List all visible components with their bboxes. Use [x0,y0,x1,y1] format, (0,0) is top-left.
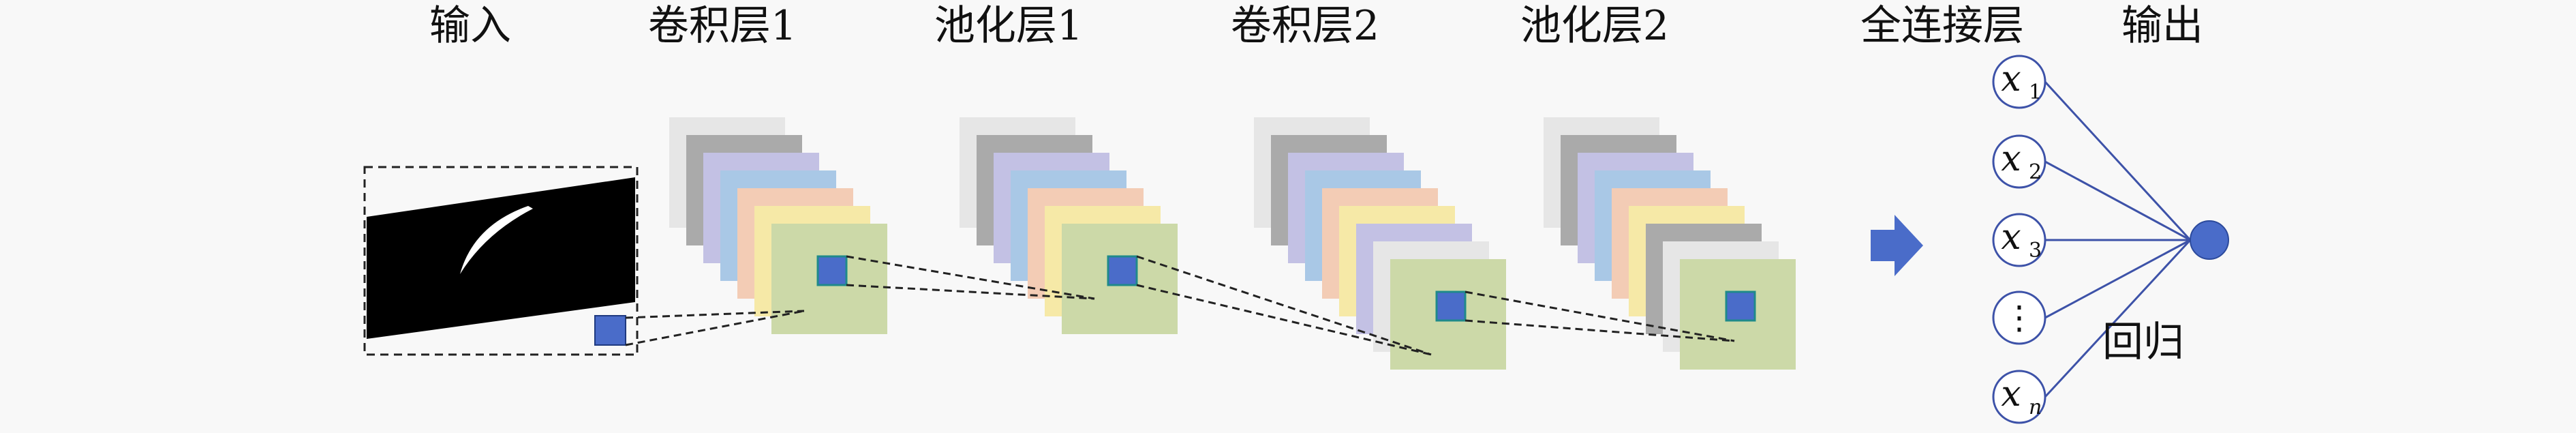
fc-node-label: x [2001,59,2021,100]
fc-node-circle [1992,213,2046,267]
fc-connection-line [2044,160,2191,241]
receptive-field-lines [625,255,1735,356]
conv1-label: 卷积层1 [648,2,797,50]
regression-label: 回归 [2102,318,2184,366]
fc-node-circle [1992,55,2046,109]
kernel-square-icon [1107,255,1138,286]
conv1-feature-maps [669,117,887,334]
output-label: 输出 [2121,2,2203,50]
input-label: 输入 [429,2,511,50]
fc-node-circle [1992,290,2046,345]
fc-connection-line [2044,239,2191,319]
dashed-connector [1465,290,1735,342]
output-node [2190,220,2229,260]
pool2-label: 池化层2 [1520,2,1669,50]
input-kernel-square [594,315,626,346]
pool1-label: 池化层1 [934,2,1083,50]
dashed-connector [1465,319,1735,342]
fc-node-subscript: 3 [2029,239,2042,263]
dashed-connector [625,310,805,319]
dashed-connector [1136,255,1432,356]
fc-node-subscript: 1 [2029,80,2042,104]
fc-connection-line [2044,80,2192,241]
conv2-feature-maps [1254,117,1506,370]
pool2-feature-maps [1544,117,1796,370]
dashed-connector [846,255,1095,300]
right-arrow-icon [1871,215,1923,276]
conv2-label: 卷积层2 [1231,2,1379,50]
fc-connection-line [2044,239,2192,398]
fc-connections [2044,80,2192,398]
fc-node-label: x [2001,217,2021,258]
fc-node-circle [1992,370,2046,424]
kernel-square-icon [1435,290,1467,322]
fc-node-label: x [2001,138,2021,179]
dashed-connector [625,310,805,346]
kernel-square-icon [816,255,848,286]
fc-node-subscript: n [2029,395,2042,419]
input-image [363,166,639,356]
input-dark-region [367,177,635,339]
fc-node-subscript: 2 [2029,160,2042,184]
dashed-connector [846,284,1095,300]
fc-node-circle [1992,134,2046,189]
kernel-square-icon [1725,290,1756,322]
dashed-connector [1136,284,1432,356]
fc-label: 全连接层 [1860,2,2024,50]
feature-map-stacks [669,117,1796,370]
fc-node: ⋮ [1992,290,2046,345]
fc-node-label: x [2001,374,2021,415]
pool1-feature-maps [960,117,1178,334]
input-crop-frame [363,166,639,356]
vertical-ellipsis-icon: ⋮ [2003,299,2036,337]
